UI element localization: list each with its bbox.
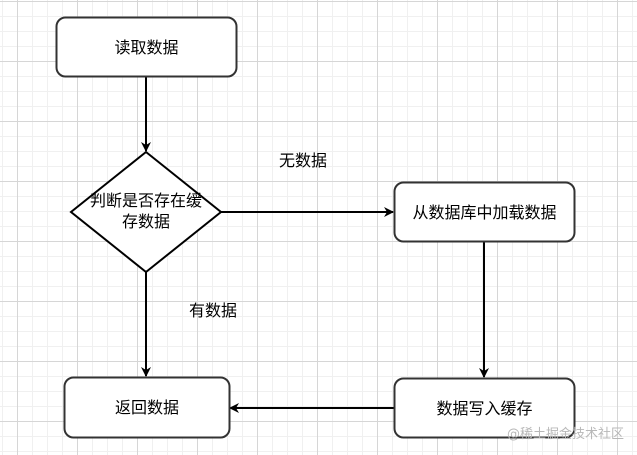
node-load-from-db-label: 从数据库中加载数据	[412, 203, 556, 222]
node-read-data-label: 读取数据	[114, 38, 178, 57]
node-return-data-label: 返回数据	[115, 398, 179, 417]
node-decision-label-line-2: 存数据	[122, 212, 170, 231]
node-read-data[interactable]: 读取数据	[55, 16, 238, 78]
node-decision-label-line-1: 判断是否存在缓	[90, 191, 202, 210]
edge-label-no-data: 无数据	[279, 151, 327, 170]
node-return-data[interactable]: 返回数据	[63, 376, 231, 439]
node-decision-cache-exists[interactable]: 判断是否存在缓 存数据	[69, 150, 223, 274]
node-write-cache-label: 数据写入缓存	[436, 399, 532, 418]
node-write-cache[interactable]: 数据写入缓存	[393, 377, 576, 439]
node-load-from-db[interactable]: 从数据库中加载数据	[393, 181, 576, 243]
watermark-text: @稀土掘金技术社区	[507, 426, 624, 442]
edge-label-has-data: 有数据	[189, 301, 237, 320]
